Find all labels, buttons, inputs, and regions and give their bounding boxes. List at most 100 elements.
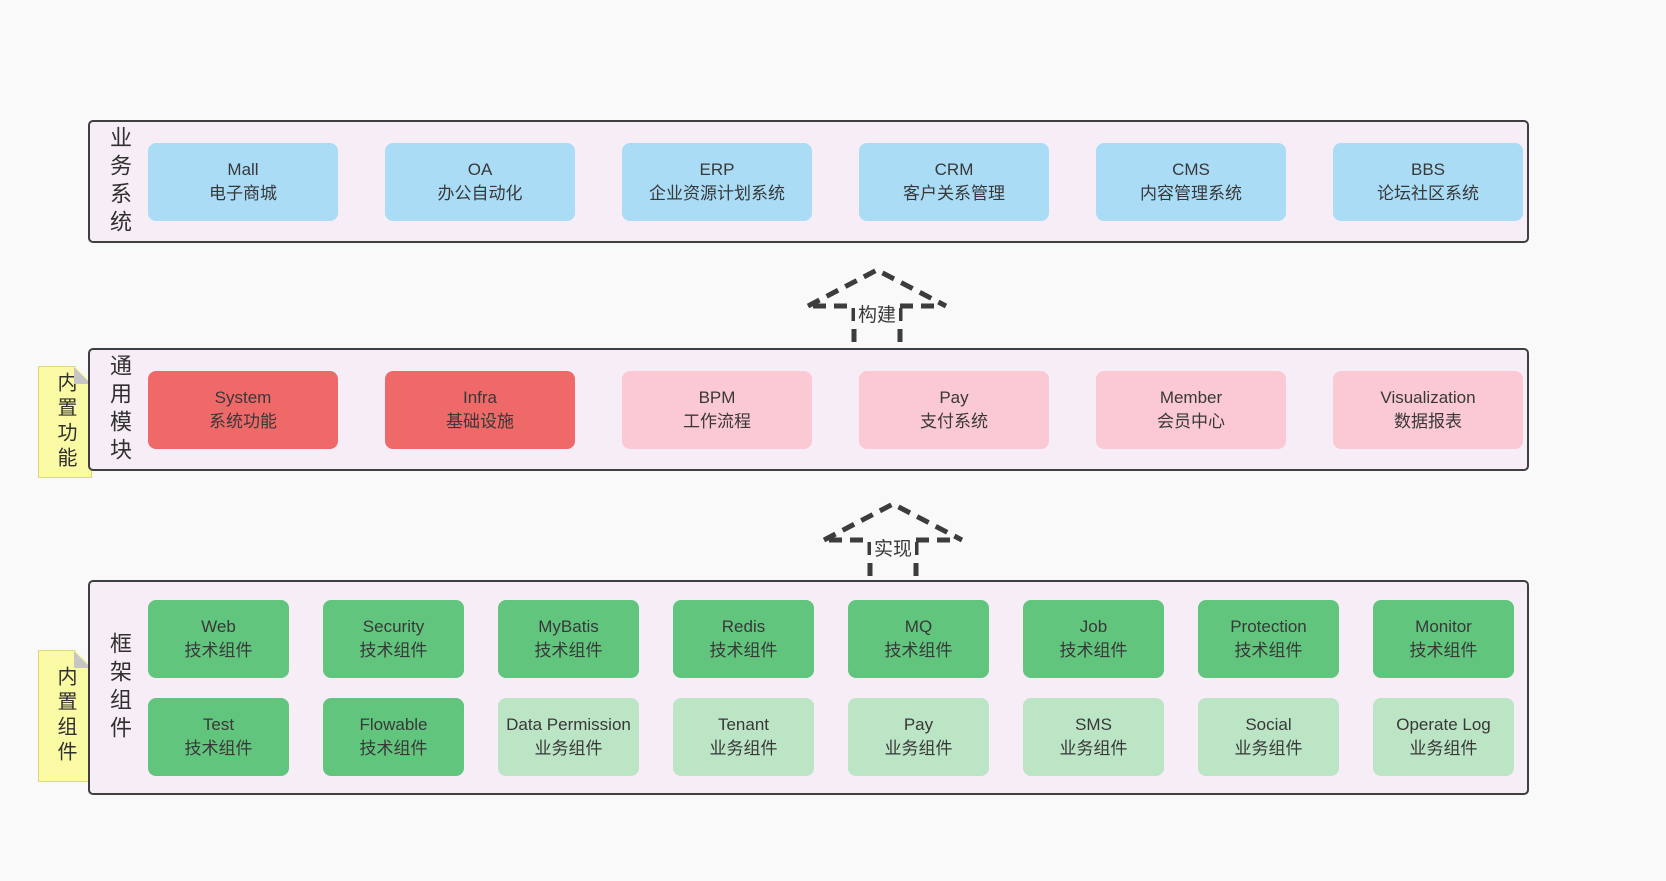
box-subtitle: 业务组件 <box>534 738 603 758</box>
box-subtitle: 业务组件 <box>1059 738 1128 758</box>
box-title: Social <box>1245 714 1292 734</box>
box-subtitle: 基础设施 <box>446 411 514 431</box>
box-subtitle: 内容管理系统 <box>1140 183 1242 203</box>
box-title: BBS <box>1410 159 1446 179</box>
box-title: CMS <box>1172 159 1210 179</box>
box-subtitle: 工作流程 <box>683 411 751 431</box>
system-box-mall: Mall 电子商城 <box>148 142 338 221</box>
framework-rows: Web 技术组件 Security 技术组件 MyBatis 技术组件 Redi… <box>148 582 1527 793</box>
up-arrow-icon <box>807 267 947 345</box>
box-title: SMS <box>1075 714 1112 734</box>
box-row: Mall 电子商城 OA 办公自动化 ERP 企业资源计划系统 CRM 客户关系… <box>148 122 1535 241</box>
box-subtitle: 客户关系管理 <box>903 183 1005 203</box>
box-subtitle: 技术组件 <box>709 640 778 660</box>
box-subtitle: 技术组件 <box>1234 640 1303 660</box>
component-box-flowable: Flowable 技术组件 <box>323 697 464 776</box>
component-box-pay: Pay 业务组件 <box>848 697 989 776</box>
box-subtitle: 业务组件 <box>1409 738 1478 758</box>
box-title: Test <box>202 714 235 734</box>
component-box-operate-log: Operate Log 业务组件 <box>1373 697 1514 776</box>
panel-common-modules: 通用模块 System 系统功能 Infra 基础设施 BPM 工作流程 Pay… <box>88 348 1529 471</box>
box-subtitle: 论坛社区系统 <box>1377 183 1479 203</box>
box-title: Mall <box>227 159 259 179</box>
sticky-note-built-in-components: 内置组件 <box>38 650 92 782</box>
box-title: Pay <box>903 714 934 734</box>
box-title: Redis <box>721 616 766 636</box>
sticky-note-built-in-features: 内置功能 <box>38 366 92 478</box>
module-box-pay: Pay 支付系统 <box>859 370 1049 449</box>
box-title: Member <box>1159 387 1223 407</box>
box-title: MyBatis <box>538 616 599 636</box>
arrow-label: 实现 <box>870 534 916 561</box>
system-box-cms: CMS 内容管理系统 <box>1096 142 1286 221</box>
panel-business-systems: 业务系统 Mall 电子商城 OA 办公自动化 ERP 企业资源计划系统 CRM… <box>88 120 1529 243</box>
box-title: CRM <box>934 159 974 179</box>
module-box-bpm: BPM 工作流程 <box>622 370 812 449</box>
box-subtitle: 企业资源计划系统 <box>649 183 785 203</box>
box-subtitle: 业务组件 <box>1234 738 1303 758</box>
system-box-bbs: BBS 论坛社区系统 <box>1333 142 1523 221</box>
component-box-monitor: Monitor 技术组件 <box>1373 599 1514 678</box>
component-box-mq: MQ 技术组件 <box>848 599 989 678</box>
box-row: Test 技术组件 Flowable 技术组件 Data Permission … <box>148 697 1527 776</box>
box-title: Flowable <box>359 714 428 734</box>
box-row: Web 技术组件 Security 技术组件 MyBatis 技术组件 Redi… <box>148 599 1527 678</box>
component-box-tenant: Tenant 业务组件 <box>673 697 814 776</box>
box-subtitle: 技术组件 <box>184 640 253 660</box>
box-title: Infra <box>462 387 498 407</box>
box-title: ERP <box>699 159 735 179</box>
box-title: Pay <box>939 387 969 407</box>
module-box-infra: Infra 基础设施 <box>385 370 575 449</box>
box-subtitle: 数据报表 <box>1394 411 1462 431</box>
box-title: Protection <box>1230 616 1307 636</box>
box-subtitle: 业务组件 <box>884 738 953 758</box>
box-subtitle: 会员中心 <box>1157 411 1225 431</box>
panel-title: 框架组件 <box>107 631 132 744</box>
panel-label-area: 框架组件 <box>90 582 148 793</box>
panel-framework-components: 框架组件 Web 技术组件 Security 技术组件 MyBatis 技术组件… <box>88 580 1529 795</box>
component-box-sms: SMS 业务组件 <box>1023 697 1164 776</box>
module-box-visualization: Visualization 数据报表 <box>1333 370 1523 449</box>
component-box-test: Test 技术组件 <box>148 697 289 776</box>
panel-label-area: 通用模块 <box>90 350 148 469</box>
component-box-job: Job 技术组件 <box>1023 599 1164 678</box>
box-title: Visualization <box>1380 387 1476 407</box>
up-arrow-build: 构建 <box>807 266 947 346</box>
box-subtitle: 办公自动化 <box>437 183 523 203</box>
box-subtitle: 技术组件 <box>359 640 428 660</box>
box-subtitle: 技术组件 <box>884 640 953 660</box>
component-box-data-permission: Data Permission 业务组件 <box>498 697 639 776</box>
component-box-security: Security 技术组件 <box>323 599 464 678</box>
box-title: Security <box>362 616 425 636</box>
panel-label-area: 业务系统 <box>90 122 148 241</box>
note-label: 内置组件 <box>54 666 76 766</box>
box-subtitle: 技术组件 <box>1059 640 1128 660</box>
box-subtitle: 技术组件 <box>1409 640 1478 660</box>
box-subtitle: 系统功能 <box>209 411 277 431</box>
component-box-protection: Protection 技术组件 <box>1198 599 1339 678</box>
box-title: Job <box>1079 616 1108 636</box>
component-box-social: Social 业务组件 <box>1198 697 1339 776</box>
box-title: Web <box>201 616 236 636</box>
panel-title: 业务系统 <box>107 125 132 238</box>
module-box-system: System 系统功能 <box>148 370 338 449</box>
box-title: OA <box>467 159 493 179</box>
box-row: System 系统功能 Infra 基础设施 BPM 工作流程 Pay 支付系统… <box>148 350 1535 469</box>
note-label: 内置功能 <box>54 372 76 472</box>
box-title: Data Permission <box>506 714 631 734</box>
box-title: System <box>214 387 272 407</box>
system-box-oa: OA 办公自动化 <box>385 142 575 221</box>
system-box-erp: ERP 企业资源计划系统 <box>622 142 812 221</box>
box-subtitle: 技术组件 <box>184 738 253 758</box>
box-subtitle: 支付系统 <box>920 411 988 431</box>
component-box-redis: Redis 技术组件 <box>673 599 814 678</box>
box-subtitle: 电子商城 <box>209 183 277 203</box>
box-subtitle: 技术组件 <box>359 738 428 758</box>
box-title: MQ <box>904 616 933 636</box>
box-title: Monitor <box>1415 616 1472 636</box>
up-arrow-icon <box>823 501 963 579</box>
box-title: Operate Log <box>1396 714 1491 734</box>
system-box-crm: CRM 客户关系管理 <box>859 142 1049 221</box>
panel-title: 通用模块 <box>107 353 132 466</box>
